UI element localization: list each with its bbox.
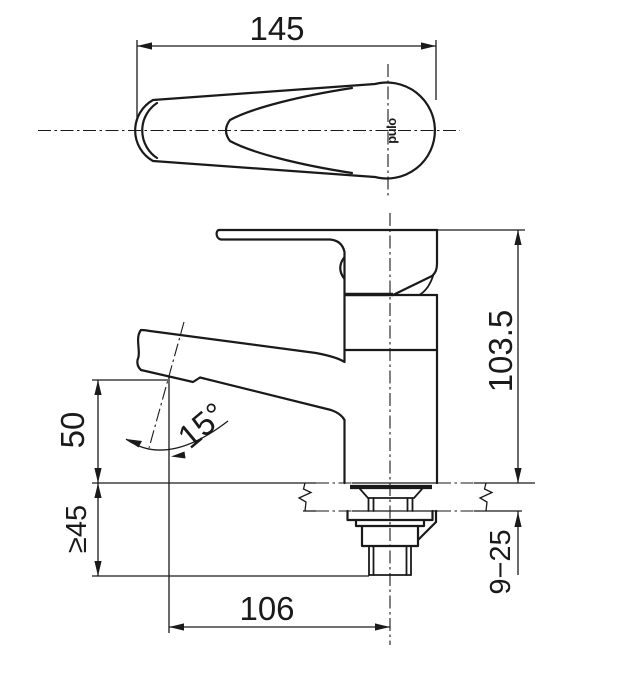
- handle-underside: [215, 228, 346, 297]
- dim-145-arrow-right: [421, 42, 436, 50]
- handle-right-edge: [391, 228, 439, 297]
- handle-end-cap-line: [141, 101, 159, 160]
- dimension-annotations: 103.5 50 ≥45: [54, 229, 525, 633]
- dim-106-arrow-right: [375, 623, 390, 631]
- dim-overall-height: 103.5: [437, 229, 525, 483]
- dim-925-label: 9−25: [485, 529, 517, 594]
- dim-45-arrow-top: [94, 483, 102, 498]
- spout-bottom-edge: [139, 368, 346, 422]
- top-view: pulo 145: [38, 10, 460, 197]
- dim-106-arrow-left: [169, 623, 184, 631]
- dim-15deg-label: 15°: [171, 395, 233, 455]
- dim-106-label: 106: [239, 590, 294, 627]
- dim-deck-thickness: 9−25: [485, 511, 522, 595]
- dim-spout-angle: 15°: [125, 376, 233, 633]
- mounting-area: [92, 482, 535, 576]
- dim-45-arrow-bottom: [94, 561, 102, 576]
- dim-145-label: 145: [249, 10, 304, 47]
- dim-50-arrow-top: [94, 380, 102, 395]
- locknut-flange: [346, 509, 434, 522]
- handle-left-bump-arc: [339, 255, 346, 281]
- dim-145-arrow-left: [137, 42, 152, 50]
- brand-logo-text: pulo: [384, 118, 399, 144]
- counter-break-mark-left: [297, 482, 313, 512]
- dim-spout-height: 50: [54, 379, 168, 483]
- dim-103-arrow-bottom: [514, 468, 522, 483]
- taper-washer: [359, 488, 423, 499]
- dim-103-arrow-top: [514, 230, 522, 245]
- handle-front: [215, 228, 439, 297]
- angle-arrow-left: [126, 439, 142, 448]
- dim-45-label: ≥45: [61, 505, 93, 553]
- front-view: 103.5 50 ≥45: [54, 213, 535, 645]
- angle-arrow-right: [171, 451, 186, 459]
- dim-handle-length: 145: [136, 10, 437, 122]
- dim-under-counter-clearance: ≥45: [61, 483, 369, 577]
- spout-tip-edge: [136, 328, 143, 372]
- faucet-body: [343, 292, 439, 485]
- locknut-body: [360, 524, 420, 548]
- dim-50-arrow-bottom: [94, 468, 102, 483]
- spout-axis-centerline: [148, 321, 185, 449]
- spout: [136, 328, 346, 422]
- spout-top-edge: [139, 328, 346, 364]
- handle-inner-contour: [224, 86, 354, 175]
- handle-pivot-arc: [419, 273, 435, 296]
- locknut-step: [354, 518, 426, 528]
- dim-103-label: 103.5: [482, 310, 519, 393]
- dim-925-arrow-up: [514, 512, 522, 527]
- dim-50-label: 50: [54, 412, 91, 449]
- counter-break-mark-right: [478, 482, 494, 512]
- dim-spout-reach: 106: [169, 590, 390, 631]
- locknut-chamfer: [416, 520, 438, 542]
- handle-top-outline: [134, 81, 436, 180]
